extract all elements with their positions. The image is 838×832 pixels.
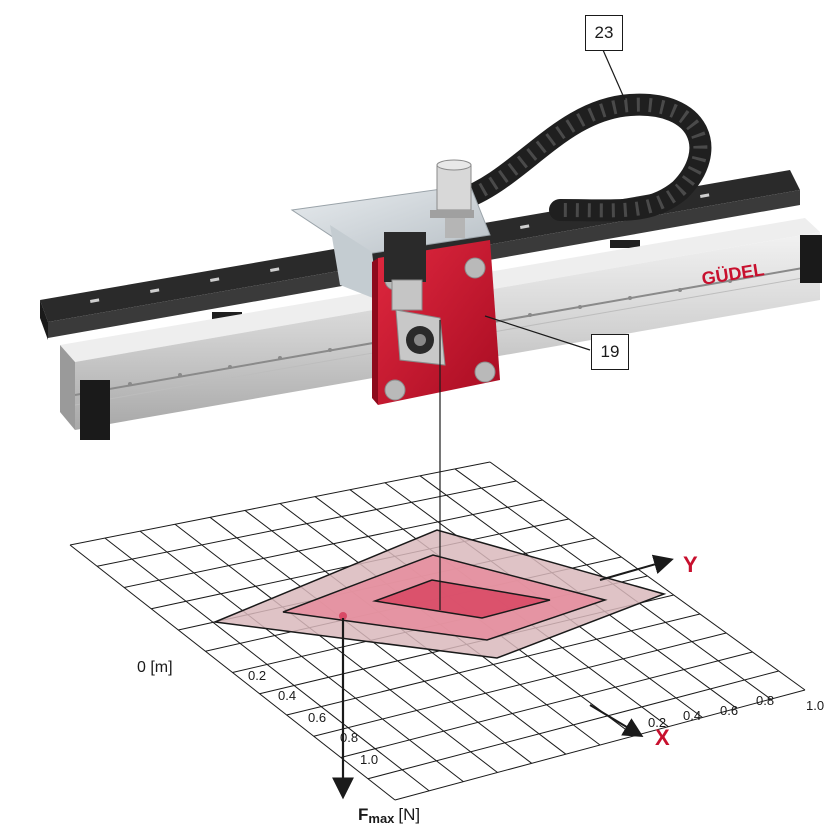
gear-motor [384, 232, 446, 366]
grid-line [394, 689, 806, 801]
callout-leader-19 [484, 315, 591, 351]
x-axis-label: X [655, 725, 670, 750]
y-tick: 0.8 [756, 693, 774, 708]
grid-line [489, 461, 806, 691]
x-tick: 0.2 [248, 668, 266, 683]
grid-line [367, 670, 779, 780]
force-unit: [N] [398, 805, 420, 824]
y-axis-arrow [599, 554, 674, 581]
origin-label: 0 [m] [137, 659, 173, 676]
force-subscript: max [368, 811, 395, 826]
x-tick: 0.8 [340, 730, 358, 745]
y-tick-labels: 0.2 0.4 0.6 0.8 1.0 [648, 693, 824, 730]
force-axis-label: Fmax[N] [358, 805, 420, 826]
force-symbol: F [358, 805, 368, 824]
x-tick: 0.6 [308, 710, 326, 725]
y-tick: 0.6 [720, 703, 738, 718]
x-tick: 0.4 [278, 688, 296, 703]
y-tick: 1.0 [806, 698, 824, 713]
x-axis-arrow [589, 704, 644, 738]
top-motor [430, 159, 474, 238]
y-tick: 0.4 [683, 708, 701, 723]
region-inner [372, 579, 551, 619]
load-point [339, 612, 347, 620]
grid-line [340, 651, 753, 758]
cable-chain [449, 93, 712, 222]
callout-19: 19 [591, 334, 629, 370]
x-tick: 1.0 [360, 752, 378, 767]
y-axis-label: Y [683, 552, 698, 577]
x-tick-labels: 0.2 0.4 0.6 0.8 1.0 [248, 668, 378, 767]
callout-leader-23 [602, 49, 626, 101]
callout-23: 23 [585, 15, 623, 51]
y-tick: 0.2 [648, 715, 666, 730]
